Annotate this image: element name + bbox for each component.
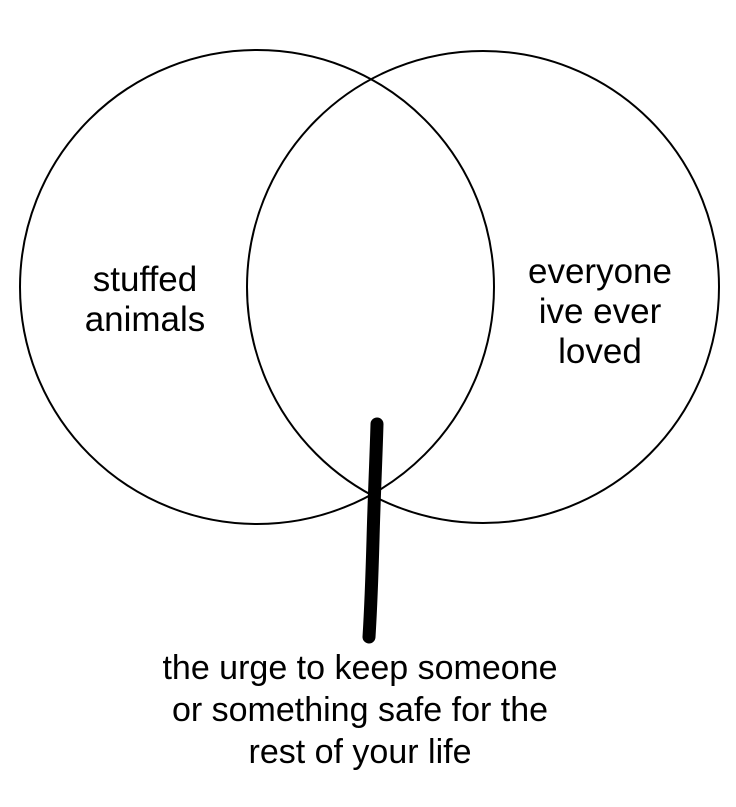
right-set-circle <box>246 50 720 524</box>
left-set-circle <box>19 49 495 525</box>
intersection-label: the urge to keep someone or something sa… <box>162 649 558 771</box>
intersection-pointer-line <box>362 417 384 644</box>
left-set-label: stuffed animals <box>84 260 206 339</box>
right-set-label: everyone ive ever loved <box>528 252 672 371</box>
